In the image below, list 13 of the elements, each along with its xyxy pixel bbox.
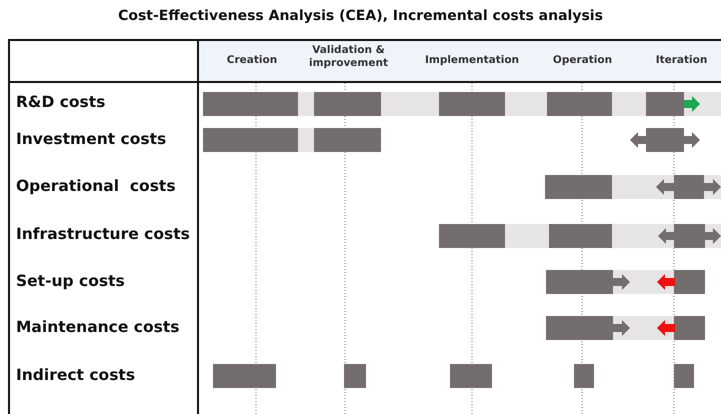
row-label: Investment costs (16, 130, 168, 148)
column-header: Creation (226, 54, 278, 67)
row-label: Maintenance costs (16, 318, 180, 336)
row-label: Infrastructure costs (16, 225, 191, 243)
row-label: Operational costs (16, 177, 177, 195)
row-label: Set-up costs (16, 272, 126, 290)
column-header: Implementation (424, 54, 520, 67)
chart-title: Cost-Effectiveness Analysis (CEA), Incremental costs analysis (117, 8, 604, 24)
column-header: Operation (552, 54, 614, 67)
column-header: Iteration (654, 54, 708, 67)
row-label: R&D costs (16, 93, 106, 111)
column-header: Validation & improvement (308, 44, 389, 70)
row-label: Indirect costs (16, 366, 136, 384)
